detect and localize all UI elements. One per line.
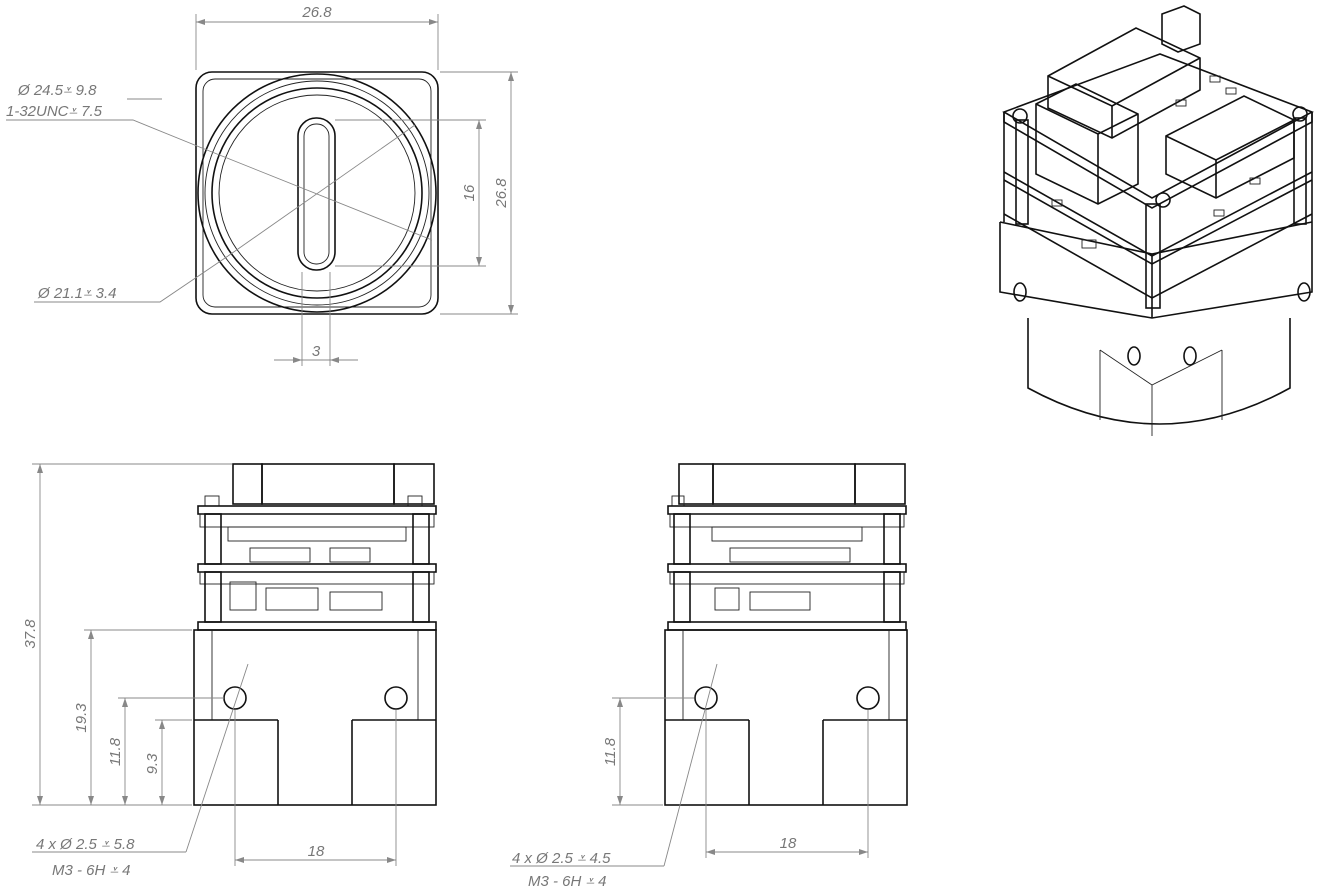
hole-callout-right: 4 x Ø 2.5 ⩡ 4.5 — [512, 850, 611, 867]
base-block-right — [664, 629, 908, 806]
slot-outer — [297, 117, 336, 271]
hole-callout-left: 4 x Ø 2.5 ⩡ 5.8 — [36, 836, 135, 853]
bore-ring-circle — [204, 80, 430, 306]
front-view-dimensions: 26.8 26.8 16 3 Ø 24.5⩡ 9.8 1-32UNC⩡ 7.5 … — [6, 4, 518, 366]
side-view-right-dimensions: 11.8 18 4 x Ø 2.5 ⩡ 4.5 M3 - 6H ⩡ 4 — [510, 663, 869, 890]
hole-height-dim-right: 11.8 — [602, 737, 619, 766]
bore-callout: Ø 24.5⩡ 9.8 — [17, 82, 97, 99]
side-view-left-dimensions: 37.8 19.3 11.8 9.3 18 4 x Ø 2.5 ⩡ 5.8 M3… — [22, 463, 397, 879]
counterbore-callout: Ø 21.1⩡ 3.4 — [37, 285, 117, 302]
front-height-dim: 26.8 — [493, 178, 510, 209]
counterbore-circle — [211, 87, 423, 299]
thread-callout-left: M3 - 6H ⩡ 4 — [52, 862, 130, 879]
slot-inner — [303, 123, 330, 265]
thread-callout-right: M3 - 6H ⩡ 4 — [528, 873, 606, 890]
mount-hole — [223, 686, 247, 710]
side-view-right — [664, 463, 908, 806]
thread-callout: 1-32UNC⩡ 7.5 — [6, 103, 103, 120]
base-height-dim: 19.3 — [73, 703, 90, 733]
hole-spacing-dim-right: 18 — [780, 835, 797, 852]
isometric-view — [999, 5, 1314, 436]
total-height-dim: 37.8 — [22, 619, 39, 649]
hole-spacing-dim-left: 18 — [308, 843, 325, 860]
slot-length-dim: 16 — [461, 184, 478, 201]
notch-height-dim: 9.3 — [144, 753, 161, 775]
cap-face-circle — [218, 94, 416, 292]
housing-inner-edge — [202, 78, 432, 308]
mount-hole — [856, 686, 880, 710]
slot-width-dim: 3 — [312, 343, 321, 360]
base-block-left — [193, 629, 437, 806]
mount-hole — [384, 686, 408, 710]
mount-hole — [694, 686, 718, 710]
hole-height-dim-left: 11.8 — [107, 737, 124, 766]
bore-outer-circle — [197, 73, 437, 313]
side-view-left — [193, 463, 437, 806]
front-width-dim: 26.8 — [301, 4, 332, 21]
housing-outline — [195, 71, 439, 315]
front-view — [195, 71, 439, 315]
